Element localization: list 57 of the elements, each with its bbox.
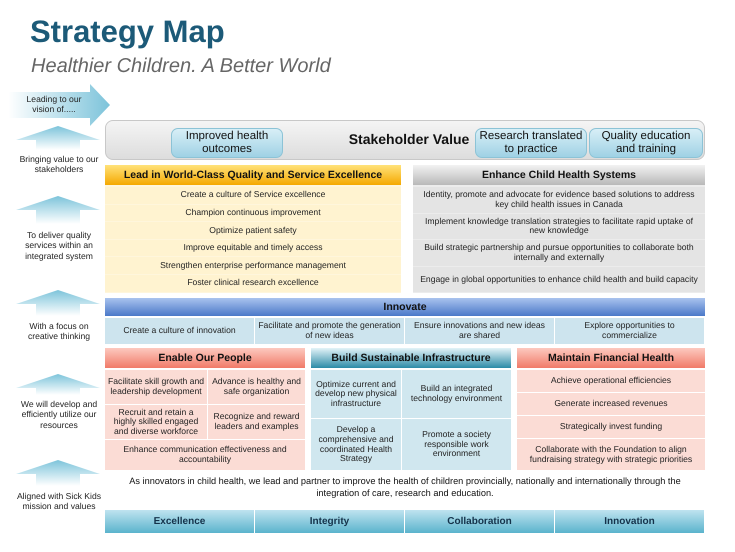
objective-cell: Build an integrated technology environment: [402, 370, 511, 418]
objective-cell: Improve equitable and timely access: [105, 240, 401, 256]
objective-cell: Develop a comprehensive and coordinated Health Strategy: [311, 419, 401, 470]
objective-cell: Strengthen enterprise performance management: [105, 257, 401, 274]
step-caption: Bringing value to our stakeholders: [18, 154, 100, 175]
objective-cell: Strategically invest funding: [517, 416, 705, 438]
objective-cell: Optimize patient safety: [105, 222, 401, 239]
outcome-card: Research translated to practice: [475, 128, 587, 158]
objective-cell: Foster clinical research excellence: [105, 275, 401, 292]
section-header: Maintain Financial Health: [517, 348, 705, 368]
objective-cell: Advance is healthy and safe organization: [208, 370, 305, 404]
section-panel: [105, 348, 305, 470]
objective-cell: Facilitate skill growth and leadership development: [105, 370, 207, 404]
objective-cell: Optimize current and develop new physical infrastructure: [311, 370, 401, 418]
outcome-card: Improved health outcomes: [171, 128, 283, 158]
objective-cell: Create a culture of innovation: [105, 318, 254, 344]
objective-cell: Promote a society responsible work environment: [402, 419, 511, 470]
objective-cell: Recruit and retain a highly skilled engaged and diverse workforce: [105, 405, 207, 439]
section-panel: [517, 348, 705, 470]
section-header: Lead in World-Class Quality and Service Excellence: [105, 165, 401, 185]
objective-cell: Recognize and reward leaders and examples: [208, 405, 305, 439]
objective-cell: Create a culture of Service excellence: [105, 187, 401, 204]
step-caption: Aligned with Sick Kids mission and values: [16, 491, 102, 512]
step-caption: We will develop and efficiently utilize our resources: [20, 399, 98, 430]
objective-cell: Collaborate with the Foundation to align fundraising strategy with strategic priorities: [517, 439, 705, 470]
value-cell: Collaboration: [405, 510, 554, 533]
objective-cell: Identity, promote and advocate for evidence based solutions to address key child health issues in Canada: [413, 187, 705, 213]
section-panel: [105, 120, 705, 160]
section-header: Build Sustainable Infrastructure: [311, 348, 511, 368]
step-caption: With a focus on creative thinking: [26, 321, 92, 342]
step-caption: To deliver quality services within an integrated system: [24, 230, 94, 261]
step-caption: Leading to our vision of.....: [26, 94, 82, 115]
section-title: Stakeholder Value: [348, 131, 470, 147]
section-panel: [105, 298, 705, 344]
objective-cell: Build strategic partnership and pursue opportunities to collaborate both internally and externally: [413, 240, 705, 266]
objective-cell: Engage in global opportunities to enhance child health and build capacity: [413, 266, 705, 292]
outcome-card: Quality education and training: [589, 128, 703, 158]
objective-cell: Achieve operational efficiencies: [517, 370, 705, 392]
value-cell: Excellence: [105, 510, 254, 533]
value-cell: Integrity: [255, 510, 404, 533]
objective-cell: Facilitate and promote the generation of new ideas: [255, 318, 404, 344]
value-cell: Innovation: [555, 510, 704, 533]
section-panel: [105, 165, 401, 293]
title: Strategy Map: [30, 14, 225, 50]
section-panel: [311, 348, 511, 470]
objective-cell: Implement knowledge translation strategies to facilitate rapid uptake of new knowledge: [413, 214, 705, 240]
section-header: Enable Our People: [105, 348, 305, 368]
mission-statement: As innovators in child health, we lead and partner to improve the health of children provincially, nationally and internationally through the integration of care, research and education.: [128, 476, 682, 500]
objective-cell: Enhance communication effectiveness and accountability: [105, 440, 305, 470]
section-header: Innovate: [105, 298, 705, 316]
section-panel: [413, 165, 705, 293]
objective-cell: Ensure innovations and new ideas are shared: [405, 318, 554, 344]
objective-cell: Explore opportunities to commercialize: [555, 318, 704, 344]
objective-cell: Champion continuous improvement: [105, 204, 401, 222]
objective-cell: Generate increased revenues: [517, 393, 705, 415]
section-header: Enhance Child Health Systems: [413, 165, 705, 185]
subtitle: Healthier Children. A Better World: [31, 55, 331, 78]
